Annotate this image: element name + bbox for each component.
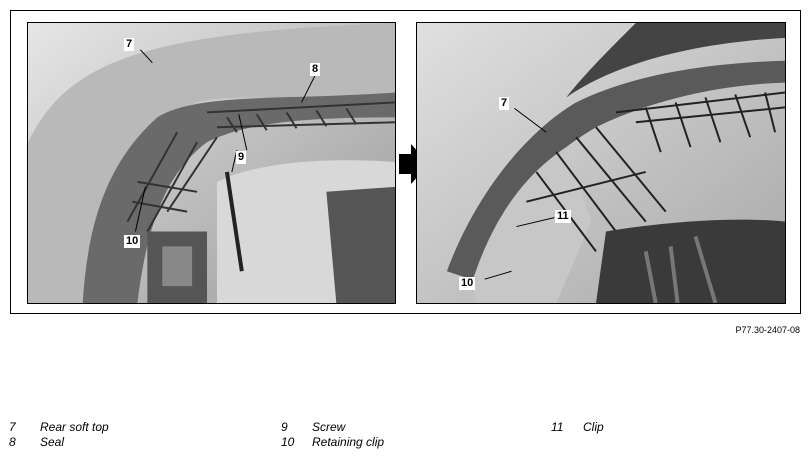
photo-right: 7 11 10 xyxy=(416,22,786,304)
legend-label-rear-soft-top: Rear soft top xyxy=(40,420,109,434)
arrow-right-icon xyxy=(399,144,429,184)
figure-id: P77.30-2407-08 xyxy=(735,325,800,335)
callout-9-left: 9 xyxy=(236,151,247,164)
callout-10-right: 10 xyxy=(459,277,476,290)
legend-label-retaining-clip: Retaining clip xyxy=(312,435,385,449)
legend-num-10: 10 xyxy=(281,435,295,449)
callout-11-right: 11 xyxy=(555,210,571,223)
callout-7-right: 7 xyxy=(499,97,510,110)
legend-label-screw: Screw xyxy=(312,420,346,434)
legend-label-clip: Clip xyxy=(583,420,604,434)
callout-8-left: 8 xyxy=(310,63,321,76)
legend-label-seal: Seal xyxy=(40,435,65,449)
legend-num-8: 8 xyxy=(9,435,16,449)
figure-frame: 7 8 9 10 xyxy=(10,10,801,314)
callout-10-left: 10 xyxy=(124,235,141,248)
callout-7-left: 7 xyxy=(124,38,135,51)
legend-num-9: 9 xyxy=(281,420,288,434)
legend-num-7: 7 xyxy=(9,420,16,434)
legend-num-11: 11 xyxy=(551,420,564,434)
photo-left: 7 8 9 10 xyxy=(27,22,396,304)
